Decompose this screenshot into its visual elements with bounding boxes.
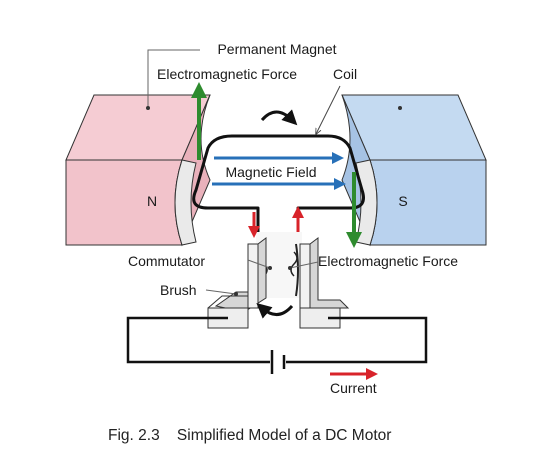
coil (192, 134, 365, 232)
right-brush (299, 237, 350, 329)
magnetic-field-label: Magnetic Field (225, 164, 316, 180)
battery-icon (270, 350, 286, 374)
permanent-magnet-label: Permanent Magnet (217, 41, 336, 57)
north-pole-shoe (174, 159, 197, 246)
em-force-top-label: Electromagnetic Force (157, 66, 297, 82)
rotation-arrow-bottom (256, 303, 294, 319)
figure-caption: Fig. 2.3 Simplified Model of a DC Motor (108, 427, 391, 444)
left-brush (207, 237, 267, 329)
north-magnet (65, 94, 211, 247)
south-magnet (341, 94, 487, 247)
current-label: Current (330, 380, 377, 396)
brush-label: Brush (160, 282, 197, 298)
coil-leader-line (316, 85, 341, 134)
em-force-right-label: Electromagnetic Force (318, 253, 458, 269)
circuit-wire (126, 316, 428, 364)
magnet-leader-line (147, 49, 200, 108)
south-magnet-front-face (369, 159, 487, 246)
commutator-leader-line (247, 259, 271, 269)
north-magnet-front-face (65, 159, 183, 246)
south-pole-label: S (398, 193, 407, 209)
brush-leader-line (205, 289, 237, 295)
north-pole-label: N (147, 193, 157, 209)
coil-label: Coil (333, 66, 357, 82)
commutator-leader-line-2 (289, 261, 319, 269)
commutator-label: Commutator (128, 253, 205, 269)
rotation-arrow-top (260, 109, 298, 126)
